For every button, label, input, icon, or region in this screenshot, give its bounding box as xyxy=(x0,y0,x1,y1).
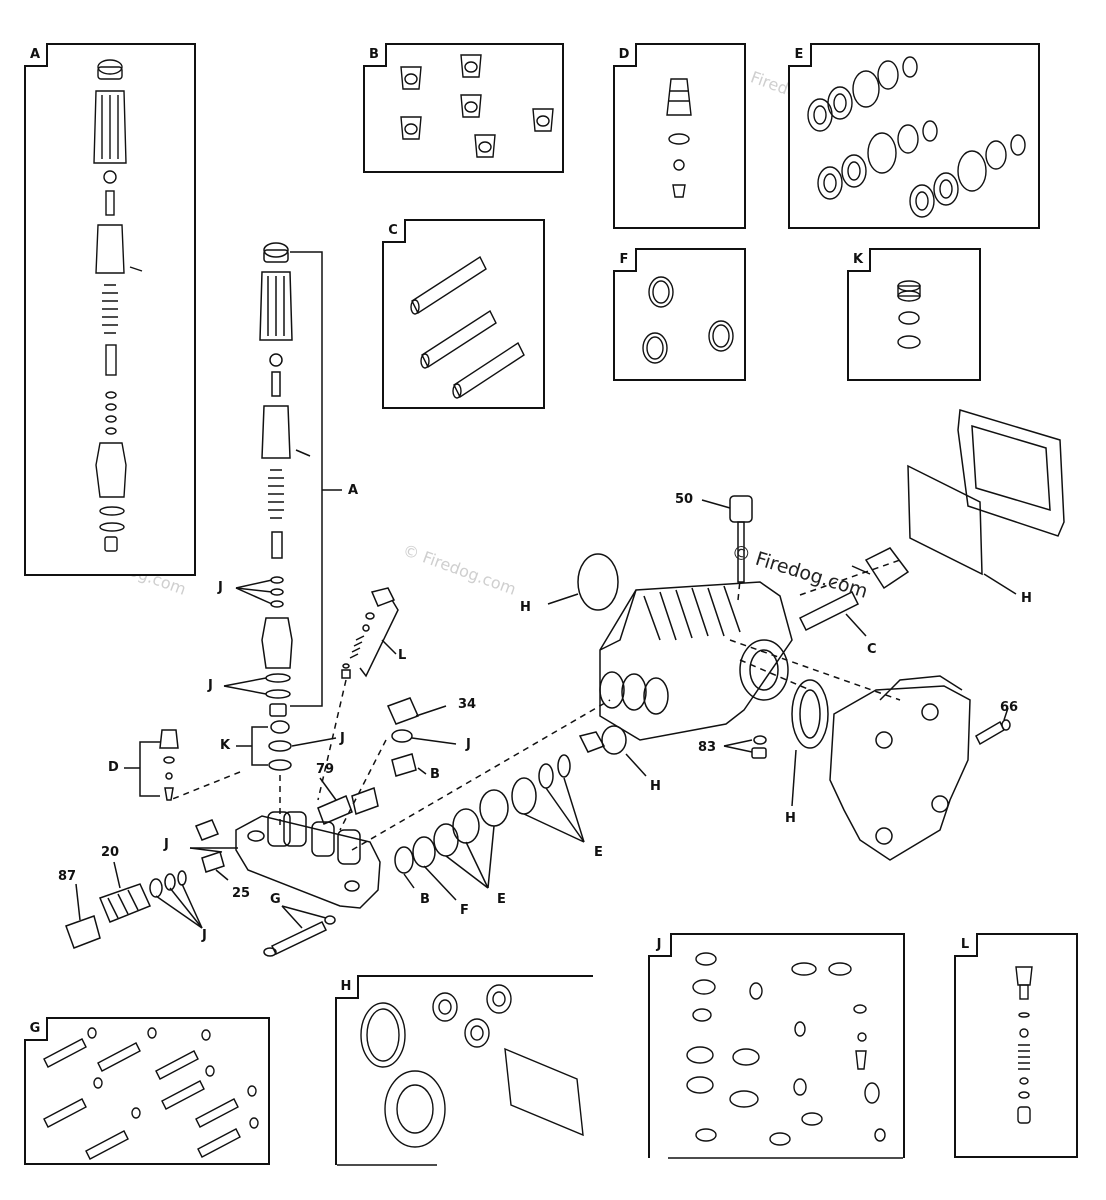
kit-label-c: C xyxy=(382,219,406,243)
check-valve-assembly xyxy=(341,587,396,679)
callout-e: E xyxy=(594,845,603,860)
callout-20: 20 xyxy=(101,845,120,860)
callout-h: H xyxy=(650,779,661,794)
callout-j: J xyxy=(164,837,169,852)
kit-d-parts xyxy=(666,78,692,198)
kit-box-l: L xyxy=(954,933,1078,1158)
kit-label-h: H xyxy=(335,975,359,999)
callout-a: A xyxy=(348,483,359,498)
callout-87: 87 xyxy=(58,869,77,884)
callout-j: J xyxy=(208,678,213,693)
kit-label-d: D xyxy=(613,43,637,67)
callout-c: C xyxy=(867,642,877,657)
callout-k: K xyxy=(220,738,231,753)
engine-flange xyxy=(829,675,971,861)
callout-b: B xyxy=(430,767,440,782)
kit-label-j: J xyxy=(648,933,672,957)
kit-label-f: F xyxy=(613,248,637,272)
seal-stack xyxy=(394,725,627,874)
kit-f-parts xyxy=(642,276,734,364)
kit-box-a: A xyxy=(24,43,196,576)
callout-34: 34 xyxy=(458,697,477,712)
callout-83: 83 xyxy=(698,740,717,755)
kit-box-c: C xyxy=(382,219,545,409)
unloader-valve-assembly xyxy=(259,242,311,771)
fitting-assembly-d xyxy=(159,729,179,801)
kit-h-parts xyxy=(337,984,584,1166)
callout-25: 25 xyxy=(232,886,251,901)
kit-g-parts xyxy=(43,1027,259,1160)
kit-label-a: A xyxy=(24,43,48,67)
callout-e: E xyxy=(497,892,506,907)
kit-c-parts xyxy=(410,255,525,399)
callout-f: F xyxy=(460,903,469,918)
kit-box-e: E xyxy=(788,43,1040,229)
kit-j-parts xyxy=(668,952,903,1159)
kit-box-d: D xyxy=(613,43,746,229)
kit-box-b: B xyxy=(363,43,564,173)
kit-box-h: H xyxy=(335,975,593,1166)
callout-66: 66 xyxy=(1000,700,1019,715)
kit-b-parts xyxy=(400,54,554,158)
callout-d: D xyxy=(108,760,119,775)
callout-l: L xyxy=(398,648,407,663)
callout-h: H xyxy=(1021,591,1032,606)
kit-box-k: K xyxy=(847,248,981,381)
callout-j: J xyxy=(202,928,207,943)
callout-b: B xyxy=(420,892,430,907)
kit-label-k: K xyxy=(847,248,871,272)
callout-j: J xyxy=(218,580,223,595)
kit-e-parts xyxy=(807,56,1026,218)
callout-g: G xyxy=(270,892,281,907)
manifold-head xyxy=(235,811,381,909)
callout-j: J xyxy=(466,737,471,752)
kit-box-g: G xyxy=(24,1017,270,1165)
callout-79: 79 xyxy=(316,762,335,777)
kit-label-l: L xyxy=(954,933,978,957)
kit-box-j: J xyxy=(648,933,905,1159)
callout-h: H xyxy=(785,811,796,826)
callout-50: 50 xyxy=(675,492,694,507)
kit-k-parts xyxy=(897,280,921,349)
kit-label-e: E xyxy=(788,43,812,67)
kit-label-b: B xyxy=(363,43,387,67)
crankcase xyxy=(599,581,793,741)
callout-j: J xyxy=(340,731,345,746)
callout-h: H xyxy=(520,600,531,615)
kit-label-g: G xyxy=(24,1017,48,1041)
kit-box-f: F xyxy=(613,248,746,381)
kit-l-parts xyxy=(1015,966,1033,1124)
kit-a-parts xyxy=(93,59,143,552)
